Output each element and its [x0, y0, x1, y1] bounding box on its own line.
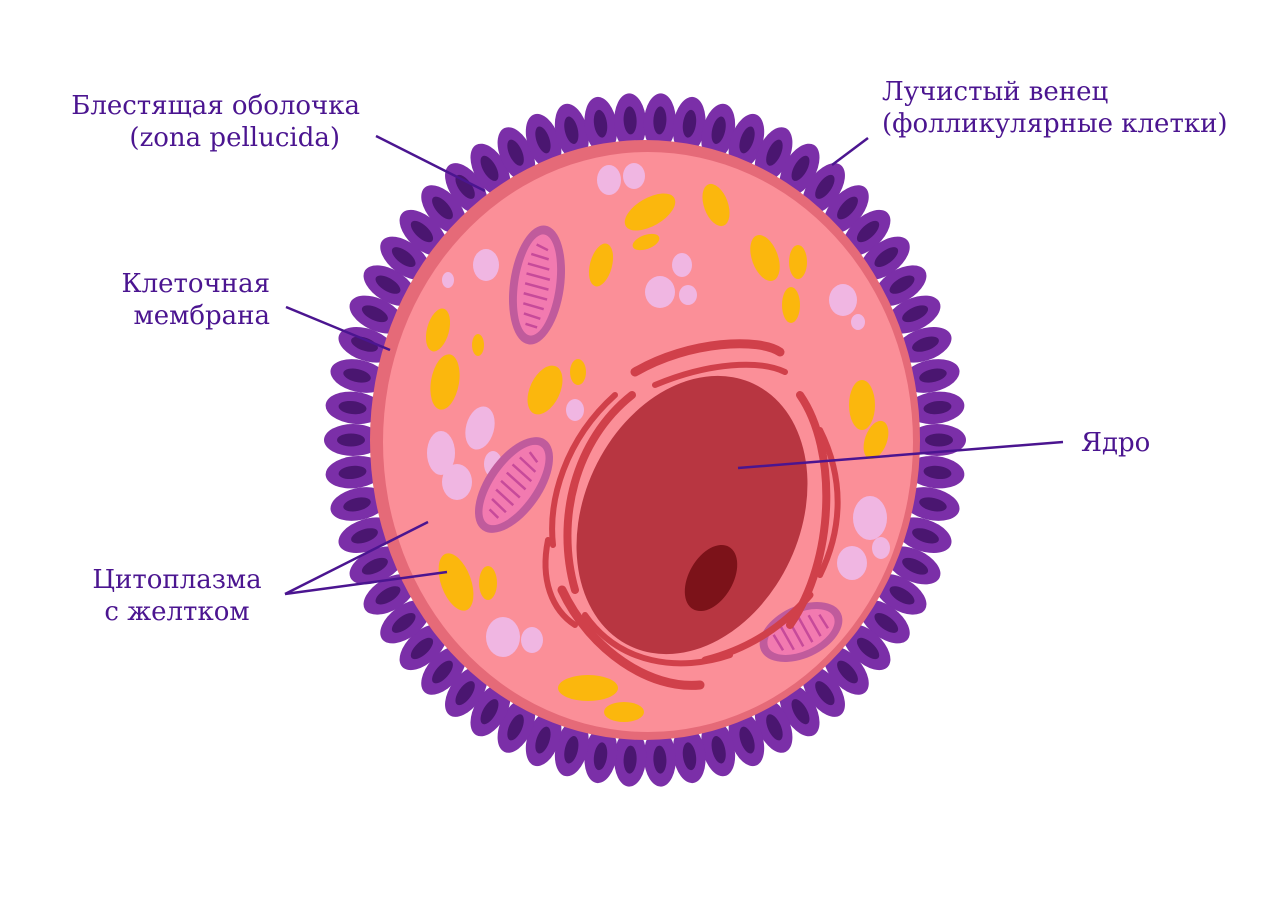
follicle-cell [584, 96, 618, 155]
follicle-cell [643, 93, 676, 152]
follicle-cell [330, 359, 388, 393]
follicle-cell [728, 113, 765, 170]
label-cytoplasm-line2: с желтком [104, 597, 250, 627]
follicle-cell [554, 719, 589, 777]
leader-line-zona [375, 134, 486, 193]
follicle-cell [338, 326, 395, 363]
follicle-cell [338, 517, 395, 554]
follicle-cell [886, 295, 941, 334]
yolk-granules [425, 183, 889, 722]
label-nucleus-line1: Ядро [1081, 428, 1151, 458]
vesicles [427, 163, 890, 657]
label-zona-line1: Блестящая оболочка [71, 91, 360, 121]
follicle-cell [614, 93, 647, 152]
follicle-cell [802, 163, 845, 214]
label-cytoplasm-line1: Цитоплазма [92, 565, 262, 595]
follicle-cell [842, 209, 891, 256]
follicle-cell [906, 455, 965, 489]
follicle-cell [728, 710, 765, 767]
label-membrane-line1: Клеточная [121, 269, 270, 299]
follicle-cell [874, 265, 927, 307]
follicle-cell [614, 728, 647, 787]
follicle-cell [902, 487, 960, 521]
label-corona-radiata: Лучистый венец (фолликулярные клетки) [882, 76, 1228, 140]
leader-line-nucleus [737, 440, 1064, 470]
follicle-cell [895, 517, 952, 554]
follicle-cell [754, 698, 793, 753]
leader-lines [284, 134, 1064, 596]
corona-radiata [324, 93, 966, 787]
follicle-cell [399, 209, 448, 256]
follicle-cell [842, 624, 891, 671]
leader-line-cytoplasm-1 [284, 520, 429, 596]
follicle-cell [672, 96, 706, 155]
follicle-cell [349, 295, 404, 334]
follicle-cell [701, 103, 736, 161]
follicle-cell [823, 185, 869, 234]
label-membrane-line2: мембрана [133, 301, 270, 331]
follicle-cell [421, 646, 467, 695]
follicle-cell [859, 600, 910, 644]
follicle-cell [363, 573, 416, 615]
follicle-cell [399, 624, 448, 671]
follicle-cell [886, 546, 941, 585]
follicle-cell [325, 455, 384, 489]
follicle-cell [802, 666, 845, 717]
follicle-cell [906, 391, 965, 425]
label-nucleus: Ядро [1081, 427, 1150, 459]
endoplasmic-reticulum [542, 339, 841, 690]
nucleolus [684, 544, 738, 612]
follicle-cell [445, 666, 488, 717]
nucleus [576, 375, 808, 655]
leader-line-cytoplasm-2 [284, 570, 448, 596]
follicle-cell [324, 424, 382, 456]
follicle-cell [421, 185, 467, 234]
label-zona-pellucida: Блестящая оболочка (zona pellucida) [71, 90, 360, 154]
follicle-cell [380, 236, 431, 280]
follicle-cell [497, 127, 536, 182]
label-zona-line2: (zona pellucida) [129, 123, 340, 153]
follicle-cell [859, 236, 910, 280]
follicle-cell [584, 725, 618, 784]
follicle-cell [330, 487, 388, 521]
label-cell-membrane: Клеточная мембрана [122, 268, 270, 332]
follicle-cell [701, 719, 736, 777]
follicle-cell [525, 710, 562, 767]
label-cytoplasm: Цитоплазма с желтком [82, 564, 272, 628]
follicle-cell [672, 725, 706, 784]
follicle-cell [908, 424, 966, 456]
follicle-cell [902, 359, 960, 393]
follicle-cell [643, 728, 676, 787]
mitochondrion [474, 437, 554, 533]
follicle-cell [823, 646, 869, 695]
leader-line-membrane [285, 305, 391, 352]
label-corona-line1: Лучистый венец [882, 77, 1109, 107]
leader-line-corona [831, 137, 869, 166]
follicle-cell [554, 103, 589, 161]
follicle-cell [525, 113, 562, 170]
label-corona-line2: (фолликулярные клетки) [882, 109, 1228, 139]
follicle-cell [895, 326, 952, 363]
mitochondrion [508, 225, 566, 345]
follicle-cell [325, 391, 384, 425]
follicle-cell [380, 600, 431, 644]
